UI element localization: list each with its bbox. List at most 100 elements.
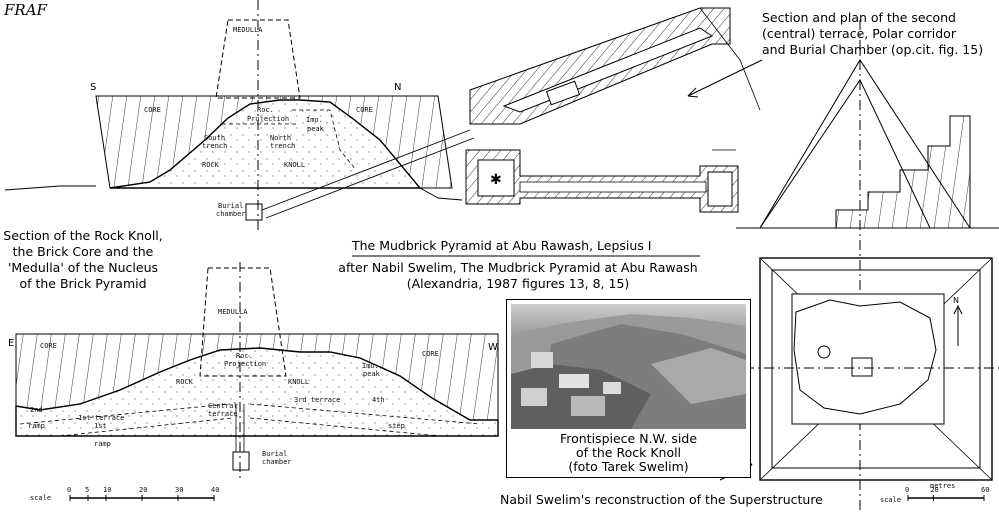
corridor-plan: ✱ xyxy=(465,7,761,213)
scale-tick-label: 30 xyxy=(175,486,183,494)
arrow-section-plan xyxy=(687,59,763,97)
label-p_scale: scale xyxy=(880,496,901,504)
ground-left xyxy=(4,185,96,191)
label-b_step: step xyxy=(388,422,405,430)
label-t_coreL: CORE xyxy=(144,106,161,114)
label-t_knoll: KNOLL xyxy=(284,161,305,169)
label-p_unit: metres xyxy=(930,482,955,490)
photo-caption: Frontispiece N.W. side of the Rock Knoll… xyxy=(507,432,750,474)
signature: FRAF xyxy=(4,1,47,19)
section-top-labels: MEDULLA CORE CORE Roc. Projection Imo. p… xyxy=(144,26,373,218)
label-b_bur2: chamber xyxy=(262,458,292,466)
label-b_second2: ramp xyxy=(28,422,45,430)
medulla-outline-2 xyxy=(199,267,287,377)
caption-line: (central) terrace, Polar corridor xyxy=(762,26,956,41)
compass-e: E xyxy=(8,338,14,349)
label-t_proj1: Roc. xyxy=(257,106,274,114)
polar-corridor xyxy=(261,129,475,219)
label-b_coreR: CORE xyxy=(422,350,439,358)
plan-labels: scale metres xyxy=(880,482,955,504)
caption-line: 'Medulla' of the Nucleus xyxy=(7,260,159,275)
burial-chamber-2 xyxy=(232,451,250,471)
label-t_med: MEDULLA xyxy=(233,26,263,34)
scale-tick-label: 40 xyxy=(211,486,219,494)
caption-line: and Burial Chamber (op.cit. fig. 15) xyxy=(762,42,984,57)
ground-right xyxy=(419,187,463,201)
scale-tick-label: 10 xyxy=(103,486,111,494)
stepped-section xyxy=(736,20,999,512)
caption-line: (foto Tarek Swelim) xyxy=(568,459,689,474)
scale-tick-label: 20 xyxy=(930,486,938,494)
label-t_nt2: trench xyxy=(270,142,295,150)
label-b_first: 1st terrace xyxy=(78,414,124,422)
caption-line: Frontispiece N.W. side xyxy=(559,431,698,446)
star-mark: ✱ xyxy=(490,172,502,188)
scale-tick-label: 20 xyxy=(139,486,147,494)
label-b_proj2: Projection xyxy=(224,360,266,368)
label-b_peak2: peak xyxy=(363,370,381,378)
scale-tick-label: 5 xyxy=(85,486,89,494)
label-t_proj2: Projection xyxy=(247,115,289,123)
section-bottom-labels: MEDULLA CORE CORE Roc. Projection Imo. p… xyxy=(28,308,439,502)
label-t_st1: South xyxy=(204,134,225,142)
source-line: (Alexandria, 1987 figures 13, 8, 15) xyxy=(406,276,630,291)
superstructure-plan xyxy=(744,257,999,499)
rock-knoll-2 xyxy=(15,347,499,437)
scale-tick-label: 0 xyxy=(67,486,71,494)
caption-line: Section of the Rock Knoll, xyxy=(3,228,163,243)
scale-tick-label: 0 xyxy=(905,486,909,494)
label-b_med: MEDULLA xyxy=(218,308,248,316)
label-t_bur1: Burial xyxy=(218,202,243,210)
ramp-lines xyxy=(59,417,441,437)
label-b_cen2: terrace xyxy=(208,410,238,418)
label-t_rock: ROCK xyxy=(202,161,220,169)
figure-title: The Mudbrick Pyramid at Abu Rawash, Leps… xyxy=(352,238,652,253)
rock-knoll-photo xyxy=(511,304,746,429)
label-b_second1: 2nd xyxy=(30,406,43,414)
caption-line: the Brick Core and the xyxy=(12,244,154,259)
trench-line xyxy=(292,109,357,171)
terrace-lines xyxy=(19,403,481,425)
label-b_ramp1: 1st xyxy=(94,422,107,430)
plan-north: N xyxy=(953,296,959,305)
label-t_nt1: North xyxy=(270,134,291,142)
source-line: after Nabil Swelim, The Mudbrick Pyramid… xyxy=(338,260,698,275)
caption-rock-knoll: Section of the Rock Knoll, the Brick Cor… xyxy=(0,228,166,292)
label-b_scale: scale xyxy=(30,494,51,502)
label-t_peak2: peak xyxy=(307,125,325,133)
label-t_peak1: Imo. xyxy=(306,116,323,124)
label-b_cen1: Central xyxy=(208,402,238,410)
label-b_rock: ROCK xyxy=(176,378,194,386)
medulla-outline xyxy=(215,19,301,99)
compass-w: W xyxy=(488,342,498,353)
label-t_bur2: chamber xyxy=(216,210,246,218)
caption-line: of the Brick Pyramid xyxy=(19,276,147,291)
photo-frame: Frontispiece N.W. side of the Rock Knoll… xyxy=(506,299,751,478)
figure-source: after Nabil Swelim, The Mudbrick Pyramid… xyxy=(320,260,716,292)
label-t_st2: trench xyxy=(202,142,227,150)
caption-section-plan: Section and plan of the second (central)… xyxy=(762,10,983,58)
label-b_proj1: Roc. xyxy=(236,352,253,360)
section-top xyxy=(4,0,475,232)
caption-line: of the Rock Knoll xyxy=(575,445,682,460)
label-t_coreR: CORE xyxy=(356,106,373,114)
label-b_third: 3rd terrace xyxy=(294,396,340,404)
label-b_peak1: Imo. xyxy=(362,362,379,370)
caption-reconstruction: Nabil Swelim's reconstruction of the Sup… xyxy=(500,492,823,507)
compass-s: S xyxy=(90,82,96,93)
label-b_ramp2: ramp xyxy=(94,440,111,448)
label-b_knoll: KNOLL xyxy=(288,378,309,386)
section-bottom xyxy=(15,262,499,499)
label-b_fourth: 4th xyxy=(372,396,385,404)
section-scale-ticks: 0 5 10 20 30 40 xyxy=(67,486,219,501)
label-b_bur1: Burial xyxy=(262,450,287,458)
plan-scale-ticks: 0 20 60 xyxy=(905,486,989,501)
compass-n: N xyxy=(394,82,401,93)
label-b_coreL: CORE xyxy=(40,342,57,350)
caption-line: Section and plan of the second xyxy=(762,10,956,25)
rock-knoll xyxy=(109,99,422,189)
scale-tick-label: 60 xyxy=(981,486,989,494)
burial-chamber xyxy=(245,203,263,221)
